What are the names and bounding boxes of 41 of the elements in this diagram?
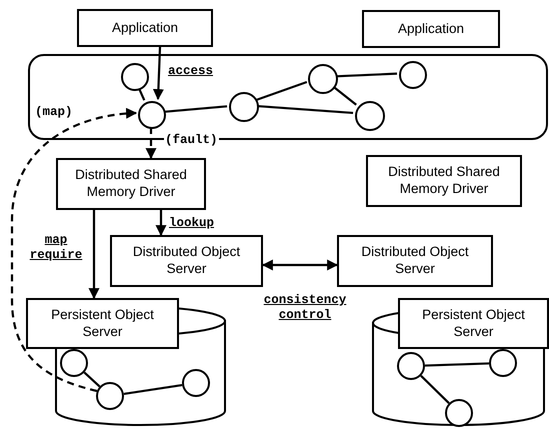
connector-line: [84, 372, 100, 388]
component-box: [362, 10, 500, 48]
arrow: [156, 210, 166, 236]
node-circle: [355, 101, 385, 131]
edge-label: access: [167, 64, 214, 79]
box-label: Distributed Object Server: [132, 244, 242, 278]
arrow: [146, 127, 156, 160]
node-circle: [121, 63, 149, 91]
box-label: Distributed Object Server: [360, 244, 470, 278]
component-box: [398, 298, 549, 349]
connector-line: [124, 384, 182, 395]
connector-line: [420, 375, 450, 404]
edge-label: (fault): [164, 133, 219, 148]
connector-line: [256, 104, 354, 114]
box-label: Application: [398, 20, 464, 38]
arrow: [262, 260, 338, 270]
arrow: [88, 210, 100, 300]
box-label: Persistent Object Server: [50, 306, 155, 340]
node-circle: [229, 92, 259, 122]
connector-line: [256, 80, 308, 102]
box-label: Persistent Object Server: [421, 306, 526, 340]
arrow: [152, 46, 164, 100]
connector-line: [336, 72, 398, 78]
node-circle: [308, 64, 338, 94]
connector-line: [424, 362, 490, 367]
component-box: [110, 235, 263, 287]
edge-label: lookup: [168, 216, 216, 231]
box-label: Distributed Shared Memory Driver: [387, 164, 501, 198]
component-box: [366, 155, 522, 207]
component-box: [337, 235, 493, 287]
box-label: Distributed Shared Memory Driver: [74, 167, 188, 201]
component-box: [56, 158, 206, 210]
connector-line: [332, 85, 357, 106]
connector-line: [138, 87, 146, 101]
component-box: [26, 298, 179, 349]
arrow: [10, 108, 138, 392]
box-label: Application: [112, 20, 178, 36]
component-box: [77, 9, 213, 47]
node-circle: [138, 101, 166, 129]
connector-line: [164, 105, 228, 113]
node-circle: [399, 61, 427, 89]
